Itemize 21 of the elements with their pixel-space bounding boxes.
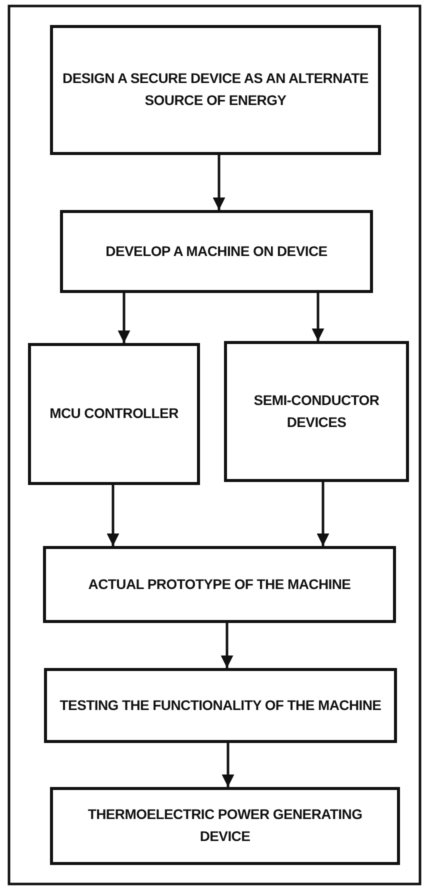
box-label: MCU CONTROLLER	[50, 404, 178, 424]
process-box	[43, 546, 396, 623]
box-label: SEMI-CONDUCTOR DEVICES	[252, 390, 380, 432]
arrow	[106, 485, 120, 546]
box-label: DESIGN A SECURE DEVICE AS AN ALTERNATE SOURCE OF ENERGY	[62, 69, 370, 110]
arrow	[316, 482, 330, 546]
process-box	[60, 210, 373, 293]
box-label: DEVELOP A MACHINE ON DEVICE	[106, 242, 328, 261]
process-box	[28, 343, 200, 485]
arrow	[220, 623, 234, 668]
box-label: THERMOELECTRIC POWER GENERATING DEVICE	[86, 805, 364, 846]
arrow	[312, 293, 324, 341]
process-box	[50, 25, 381, 155]
process-box	[44, 668, 397, 743]
arrow	[222, 743, 234, 787]
arrow	[118, 293, 130, 343]
arrow	[212, 155, 226, 210]
box-label: TESTING THE FUNCTIONALITY OF THE MACHINE	[60, 696, 382, 715]
box-label: ACTUAL PROTOTYPE OF THE MACHINE	[88, 574, 351, 594]
process-box	[224, 341, 409, 482]
process-box	[50, 787, 400, 865]
